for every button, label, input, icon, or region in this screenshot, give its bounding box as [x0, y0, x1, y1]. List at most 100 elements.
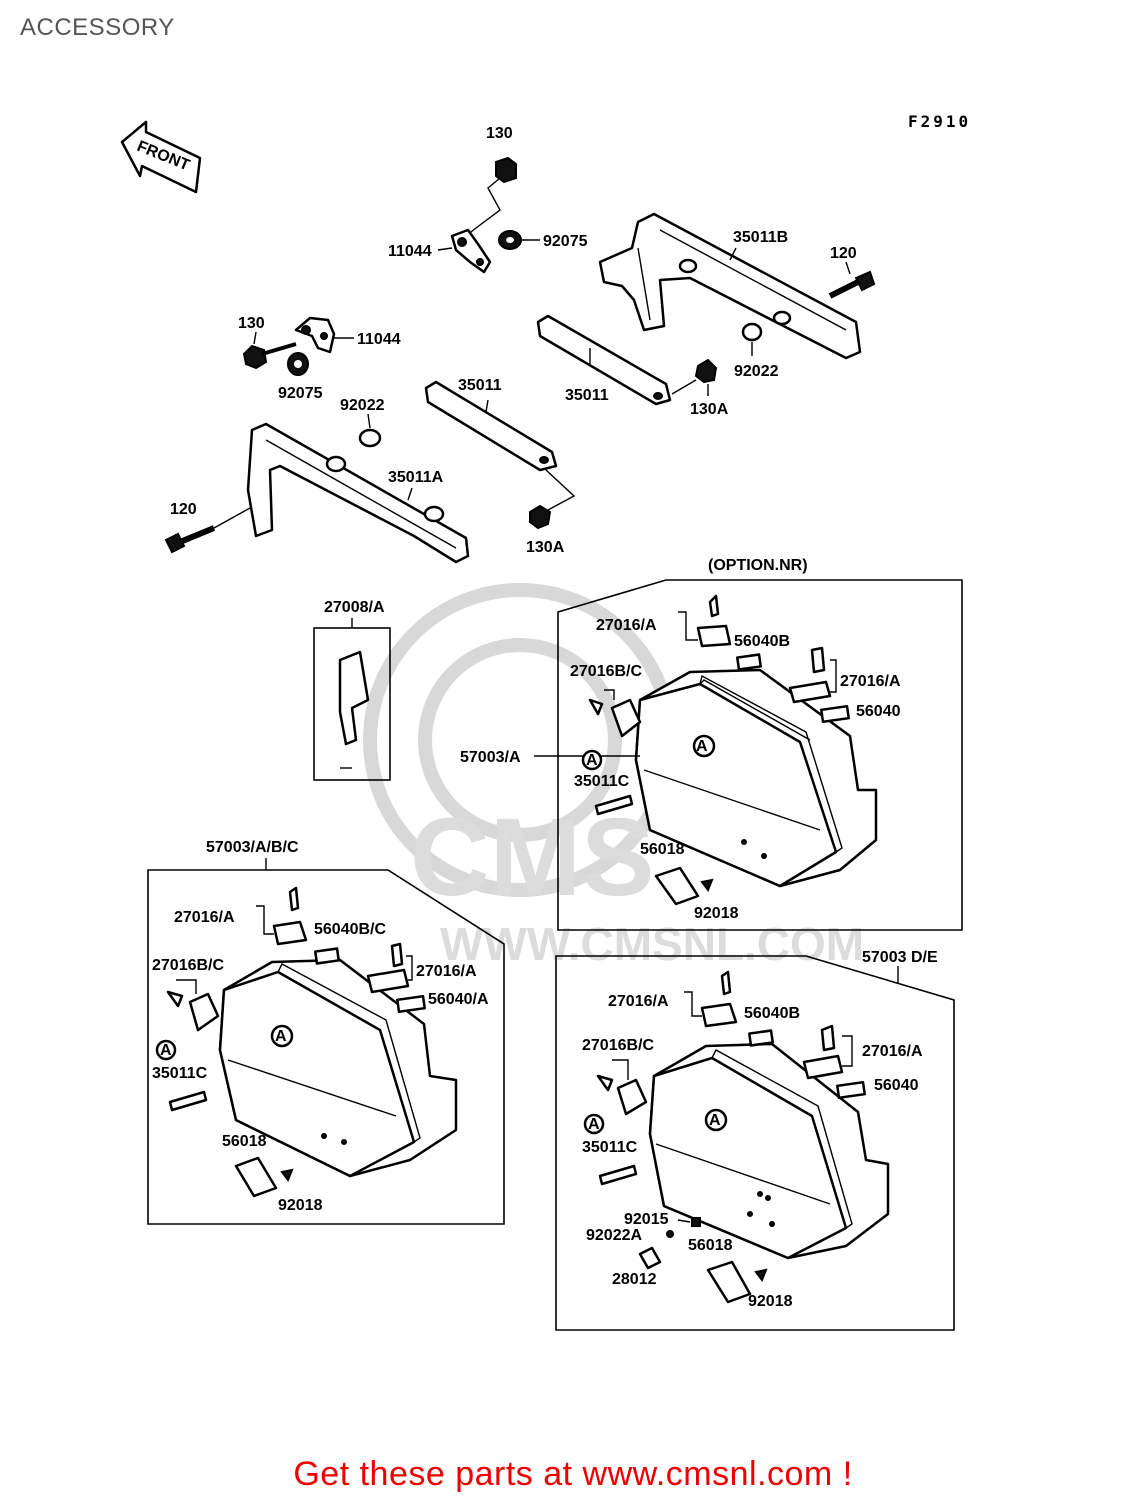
label-120-right: 120	[830, 245, 857, 262]
label-92075-top: 92075	[543, 233, 588, 250]
ref-A-circle-l	[155, 1039, 177, 1061]
bolt-130A-right	[671, 358, 718, 395]
label-27016A-b1: 27016/A	[608, 993, 669, 1010]
label-27016BC-l: 27016B/C	[152, 957, 224, 974]
label-56018-r: 56018	[640, 841, 685, 858]
label-35011-right: 35011	[565, 387, 609, 404]
hinge-pin-27016BC-r	[588, 698, 604, 716]
label-A-case-l: A	[275, 1028, 287, 1045]
pad-56040B-r	[736, 653, 762, 671]
label-A-case-r: A	[696, 738, 708, 755]
pad-56040-b	[836, 1080, 866, 1100]
label-56018-l: 56018	[222, 1133, 267, 1150]
label-130A-right: 130A	[690, 401, 729, 418]
label-56040-r: 56040	[856, 703, 901, 720]
pad-56040BC-l	[314, 947, 340, 965]
label-92022-left: 92022	[340, 397, 385, 414]
label-35011C-r: 35011C	[574, 773, 630, 790]
label-27016A-l1: 27016/A	[174, 909, 235, 926]
screw-92018-r	[700, 878, 714, 893]
bracket-28012-b	[638, 1246, 662, 1270]
bolt-120-right	[828, 270, 876, 299]
label-57003A: 57003/A	[460, 749, 521, 766]
label-28012-b: 28012	[612, 1271, 657, 1288]
label-A-l: A	[160, 1042, 172, 1059]
label-56040BC-l: 56040B/C	[314, 921, 386, 938]
label-92075-left: 92075	[278, 385, 323, 402]
page-title: ACCESSORY	[20, 14, 175, 41]
hinge-27016BC-b	[616, 1078, 648, 1116]
lock-56018-r	[654, 866, 700, 906]
label-130-left: 130	[238, 315, 265, 332]
label-option-nr: (OPTION.NR)	[708, 557, 808, 574]
watermark-url: WWW.CMSNL.COM	[440, 918, 864, 970]
label-35011C-b: 35011C	[582, 1139, 638, 1156]
label-57003ABC: 57003/A/B/C	[206, 839, 299, 856]
label-56040B-r: 56040B	[734, 633, 790, 650]
bracket-35011B	[598, 212, 862, 360]
panel-57003ABC	[147, 869, 505, 1225]
bracket-11044-left	[294, 316, 336, 354]
front-direction-arrow: FRONT	[120, 120, 202, 194]
saddlebag-57003DE	[648, 1042, 890, 1260]
stay-35011-mid	[424, 380, 558, 472]
plate-35011C-b	[598, 1164, 638, 1186]
label-92018-r: 92018	[694, 905, 739, 922]
label-92018-b: 92018	[748, 1293, 793, 1310]
plate-35011C-r	[594, 794, 634, 816]
latch-27016A-r2	[810, 646, 826, 674]
latch-base-27016A-l1	[272, 920, 308, 946]
label-92022-right: 92022	[734, 363, 779, 380]
grommet-92075-top	[498, 230, 522, 250]
footer-promo-link[interactable]: Get these parts at www.cmsnl.com !	[293, 1455, 853, 1493]
label-130A-left: 130A	[526, 539, 565, 556]
screw-92018-b	[754, 1268, 768, 1283]
label-56040B-b: 56040B	[744, 1005, 800, 1022]
bracket-35011A	[246, 422, 470, 564]
label-35011A: 35011A	[388, 469, 444, 486]
label-92018-l: 92018	[278, 1197, 323, 1214]
grommet-92075-left	[287, 352, 309, 376]
watermark-logo: CMS	[410, 796, 654, 919]
saddlebag-57003ABC	[218, 958, 458, 1178]
hinge-pin-27016BC-b	[596, 1074, 614, 1092]
latch-base-27016A-b1	[700, 1002, 738, 1028]
pad-56040-r	[820, 704, 850, 724]
plate-35011C-l	[168, 1090, 208, 1112]
bolt-130A-left	[529, 469, 576, 530]
bolt-130-left	[242, 342, 297, 370]
screw-92018-l	[280, 1168, 294, 1183]
latch-base-27016A-r2	[788, 680, 832, 704]
screw-92015-b	[691, 1217, 701, 1227]
label-11044-left: 11044	[357, 331, 401, 348]
label-92022A-b: 92022A	[586, 1227, 642, 1244]
label-27016BC-r: 27016B/C	[570, 663, 642, 680]
bolt-120-left	[164, 507, 251, 554]
latch-base-27016A-l2	[366, 968, 410, 994]
label-35011B: 35011B	[733, 229, 788, 246]
latch-base-27016A-r1	[696, 624, 732, 648]
label-11044-top: 11044	[388, 243, 432, 260]
label-35011-mid: 35011	[458, 377, 502, 394]
label-27016A-r1: 27016/A	[596, 617, 657, 634]
washer-92022-left	[358, 428, 382, 448]
label-27016A-b2: 27016/A	[862, 1043, 923, 1060]
lock-56018-b	[706, 1260, 752, 1304]
pad-56040A-l	[396, 994, 426, 1014]
label-56040-b: 56040	[874, 1077, 919, 1094]
label-27016BC-b: 27016B/C	[582, 1037, 654, 1054]
label-27016A-r2: 27016/A	[840, 673, 901, 690]
latch-27016A-l2	[390, 942, 404, 968]
label-120-left: 120	[170, 501, 197, 518]
label-92015-b: 92015	[624, 1211, 669, 1228]
saddlebag-57003A	[634, 668, 878, 888]
label-57003DE: 57003 D/E	[862, 949, 938, 966]
bolt-130-top	[465, 156, 517, 237]
hinge-pin-27016BC-l	[166, 990, 184, 1008]
bracket-11044-top	[450, 228, 492, 274]
pad-56040B-b	[748, 1029, 774, 1047]
label-35011C-l: 35011C	[152, 1065, 208, 1082]
label-A-r: A	[586, 752, 598, 769]
